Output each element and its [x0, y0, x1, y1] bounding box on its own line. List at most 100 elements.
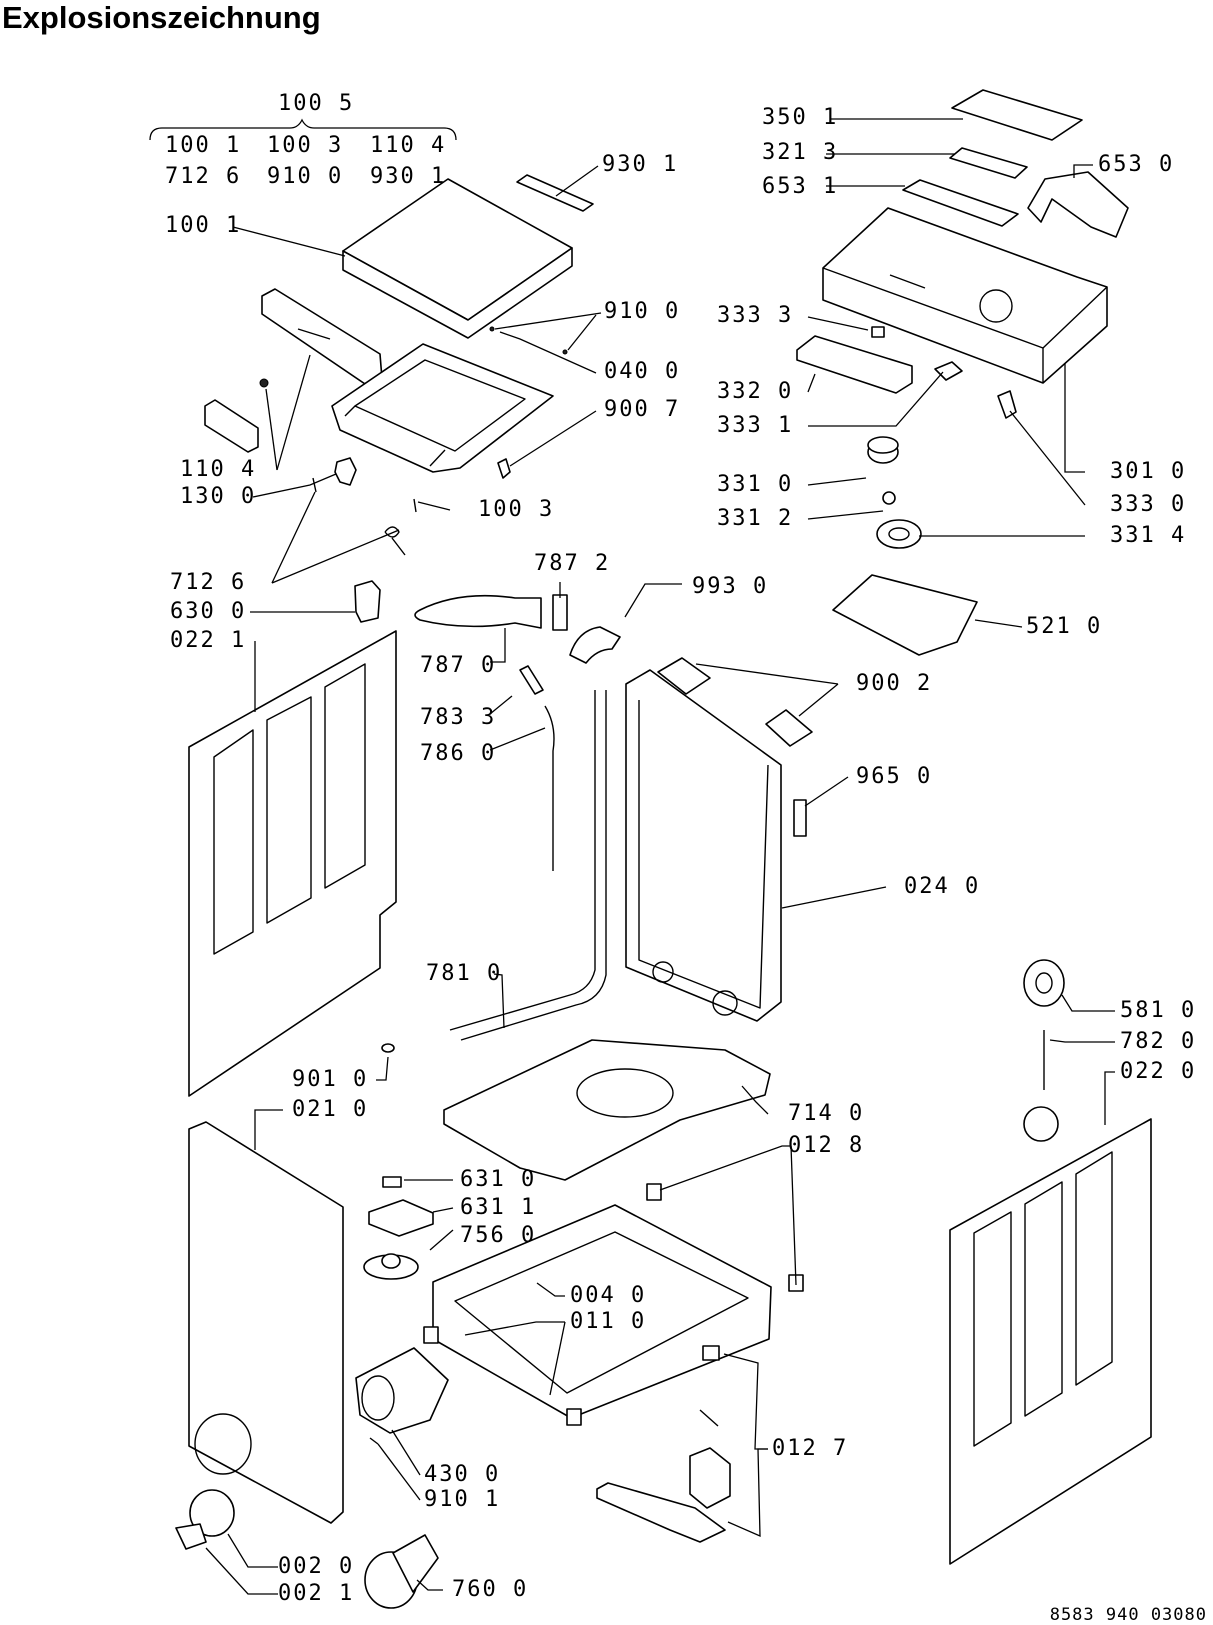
part-label-004-0: 004 0 [570, 1283, 646, 1308]
part-label-521-0: 521 0 [1026, 614, 1102, 639]
nozzle-part [519, 665, 544, 695]
part-label-930-1-group: 930 1 [370, 164, 446, 189]
part-label-900-2: 900 2 [856, 671, 932, 696]
part-label-581-0: 581 0 [1120, 998, 1196, 1023]
display-board-part [951, 89, 1083, 141]
rear-frame-part [625, 669, 782, 1022]
knob-part [871, 326, 885, 338]
part-label-993-0: 993 0 [692, 574, 768, 599]
part-label-930-1: 930 1 [602, 152, 678, 177]
foot-bracket-part [689, 1447, 731, 1509]
clip-part [657, 657, 711, 695]
part-label-021-0: 021 0 [292, 1097, 368, 1122]
part-labels: 100 5 100 1 100 3 110 4 712 6 910 0 930 … [165, 91, 1196, 1606]
pin-part [699, 1409, 719, 1427]
switch-holder-part [368, 1199, 434, 1237]
part-label-430-0: 430 0 [424, 1462, 500, 1487]
bracket-part [354, 580, 381, 623]
part-label-630-0: 630 0 [170, 599, 246, 624]
part-label-331-0: 331 0 [717, 472, 793, 497]
clamp-part [381, 1043, 395, 1053]
part-label-002-0: 002 0 [278, 1554, 354, 1579]
part-label-783-3: 783 3 [420, 705, 496, 730]
part-label-333-3: 333 3 [717, 303, 793, 328]
screw-part [259, 378, 269, 388]
part-label-631-1: 631 1 [460, 1195, 536, 1220]
switch-block-part [796, 335, 913, 394]
panel-bracket-part [1027, 171, 1129, 238]
top-lid-part [342, 178, 573, 339]
part-label-331-2: 331 2 [717, 506, 793, 531]
top-frame-part [331, 343, 554, 473]
part-label-350-1: 350 1 [762, 105, 838, 130]
clip-part [382, 1176, 402, 1188]
part-label-100-1: 100 1 [165, 213, 241, 238]
part-label-712-6-group: 712 6 [165, 164, 241, 189]
pin-part [312, 477, 317, 493]
part-label-786-0: 786 0 [420, 741, 496, 766]
part-label-110-4-group: 110 4 [370, 133, 446, 158]
front-trim-part [261, 288, 383, 387]
part-label-756-0: 756 0 [460, 1223, 536, 1248]
screw-part [489, 326, 495, 332]
part-label-712-6: 712 6 [170, 570, 246, 595]
part-label-100-1-group: 100 1 [165, 133, 241, 158]
hose-part [414, 594, 542, 629]
lock-part [334, 457, 357, 486]
left-side-panel-part [188, 630, 397, 1097]
spring-part [384, 526, 406, 556]
part-label-653-0: 653 0 [1098, 152, 1174, 177]
knob-insert-part [882, 491, 896, 505]
part-label-910-0-group: 910 0 [267, 164, 343, 189]
drain-elbow-part [569, 626, 621, 664]
part-label-782-0: 782 0 [1120, 1029, 1196, 1054]
switch-part [997, 390, 1017, 419]
inlet-hose-part [544, 705, 555, 871]
part-label-040-0: 040 0 [604, 359, 680, 384]
filter-part [793, 799, 807, 837]
part-label-900-7: 900 7 [604, 397, 680, 422]
connector-part [552, 594, 568, 631]
pump-filter-part [364, 1534, 439, 1609]
hinge-part [204, 399, 259, 453]
clip-part [497, 458, 511, 479]
part-label-787-0: 787 0 [420, 653, 496, 678]
part-label-760-0: 760 0 [452, 1577, 528, 1602]
part-label-901-0: 901 0 [292, 1067, 368, 1092]
screw-part [562, 349, 568, 355]
part-label-331-4: 331 4 [1110, 523, 1186, 548]
part-label-333-0: 333 0 [1110, 492, 1186, 517]
drain-pump-part [355, 1347, 449, 1434]
strip-part [516, 174, 594, 212]
part-label-100-5-group: 100 5 [278, 91, 354, 116]
part-label-910-1: 910 1 [424, 1487, 500, 1512]
clip-part [765, 709, 813, 747]
leader-lines [149, 118, 1115, 1595]
part-label-714-0: 714 0 [788, 1101, 864, 1126]
foot-part [702, 1345, 720, 1361]
part-label-022-1: 022 1 [170, 628, 246, 653]
part-label-100-3: 100 3 [478, 497, 554, 522]
part-label-653-1: 653 1 [762, 174, 838, 199]
foot-part [423, 1326, 439, 1344]
part-label-631-0: 631 0 [460, 1167, 536, 1192]
part-label-333-1: 333 1 [717, 413, 793, 438]
control-panel-housing-part [822, 207, 1108, 384]
part-label-781-0: 781 0 [426, 961, 502, 986]
part-label-002-1: 002 1 [278, 1581, 354, 1606]
part-label-100-3-group: 100 3 [267, 133, 343, 158]
knob-ring-part [876, 519, 922, 549]
drawing-reference-number: 8583 940 03080 [1049, 1605, 1207, 1625]
pulley-part [1023, 959, 1065, 1007]
part-label-130-0: 130 0 [180, 484, 256, 509]
screw-part [369, 1437, 379, 1445]
front-panel-part [188, 1121, 344, 1524]
part-label-321-3: 321 3 [762, 140, 838, 165]
right-side-panel-part [949, 1118, 1152, 1565]
electronic-board-part [832, 574, 978, 656]
flap-hinge-part [175, 1523, 207, 1550]
pin-part [413, 498, 417, 513]
part-label-787-2: 787 2 [534, 551, 610, 576]
microswitch-part [934, 361, 963, 381]
